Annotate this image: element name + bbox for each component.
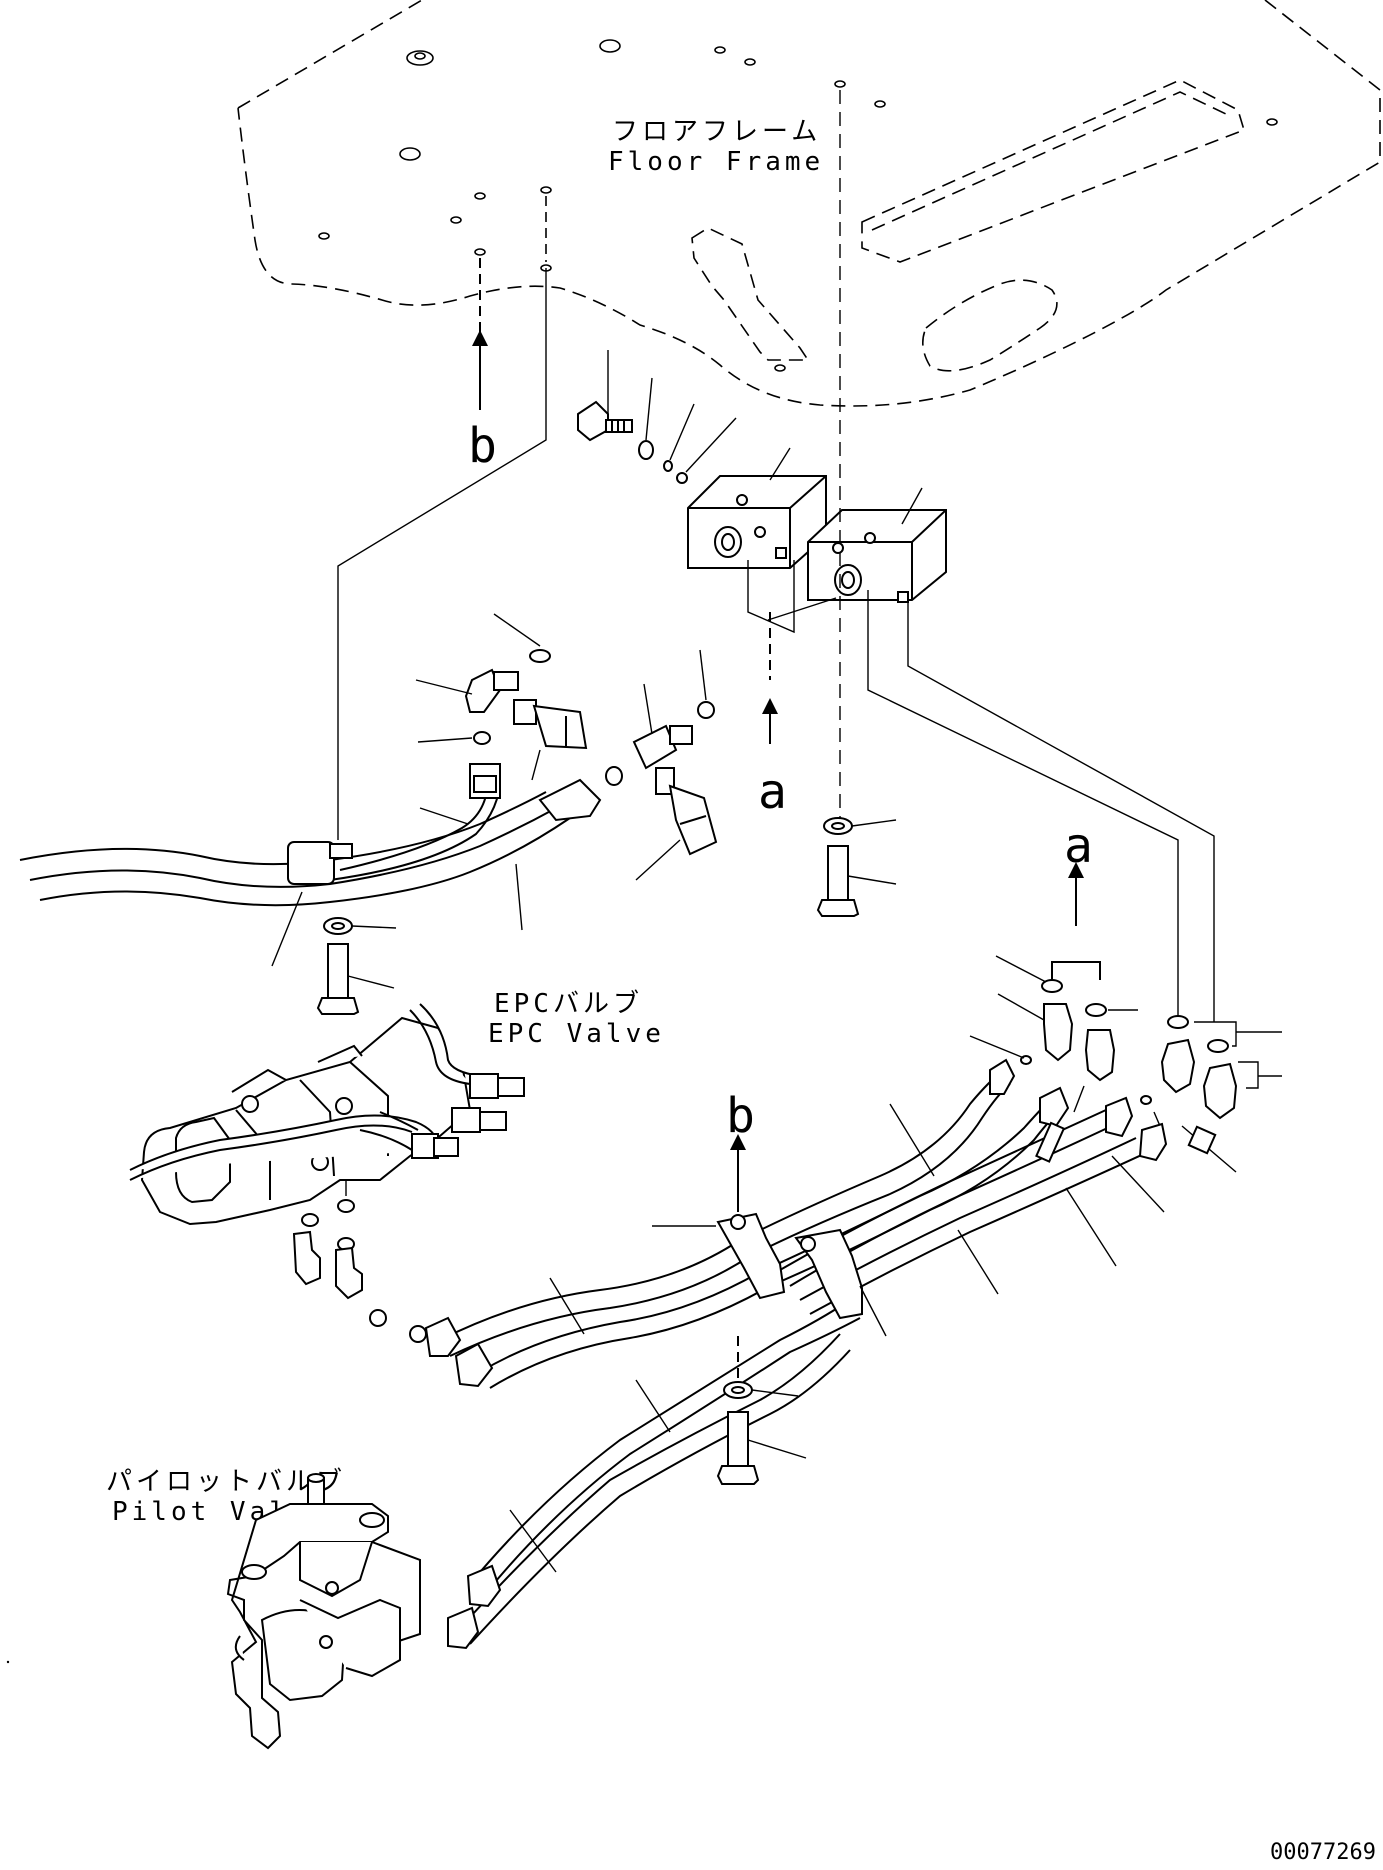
pressure-switch-1	[513, 699, 588, 750]
view-marker-a-right: a	[1064, 818, 1093, 874]
view-marker-b-bottom: b	[726, 1088, 755, 1144]
bolt-center	[816, 817, 860, 917]
valve-block-1	[687, 475, 827, 569]
epc-valve	[129, 1003, 525, 1226]
epc-valve-label-en: EPC Valve	[488, 1019, 665, 1049]
floor-frame	[237, 0, 1381, 407]
drawing-number: 00077269	[1270, 1840, 1376, 1865]
stray-dot	[6, 1660, 10, 1664]
clamp-right-bundle	[716, 1212, 863, 1320]
pilot-valve	[226, 1473, 421, 1750]
guide-line-left-clamp	[337, 268, 547, 840]
bolt-bottom	[716, 1381, 760, 1485]
floor-frame-label-jp: フロアフレーム	[612, 117, 821, 147]
epc-valve-label-jp: EPCバルブ	[494, 989, 643, 1019]
elbow-adapter-left	[464, 649, 551, 745]
plug-fitting	[577, 400, 688, 484]
floor-frame-label-en: Floor Frame	[608, 147, 824, 177]
view-a-arrow-right	[1051, 862, 1101, 980]
epc-fittings	[292, 1199, 427, 1343]
bolt-center-leaders	[847, 819, 897, 885]
bolt-bottom-leaders	[747, 1389, 807, 1459]
pressure-switch-3	[655, 767, 718, 856]
hose-ends-left	[424, 1316, 502, 1650]
left-bundle-leaders	[271, 807, 523, 967]
floor-frame-holes	[318, 39, 1278, 372]
hose-ends-right	[989, 1058, 1217, 1163]
hose-bundle-left	[19, 763, 602, 907]
right-bundle-leaders	[509, 1103, 1165, 1573]
bolt-left-leaders	[347, 925, 397, 989]
block-leaders	[747, 90, 1215, 1022]
right-fittings	[1020, 979, 1238, 1120]
valve-block-2	[807, 509, 947, 603]
right-fitting-leaders	[969, 955, 1282, 1173]
bolt-left	[316, 917, 360, 1015]
pilot-valve-label-jp: パイロットバルブ	[106, 1467, 346, 1497]
sensor-leaders	[415, 613, 707, 881]
plug-leaders	[607, 350, 737, 473]
view-marker-b-top: b	[468, 418, 497, 474]
pressure-switch-2	[605, 701, 715, 786]
view-marker-a-center: a	[758, 764, 787, 820]
